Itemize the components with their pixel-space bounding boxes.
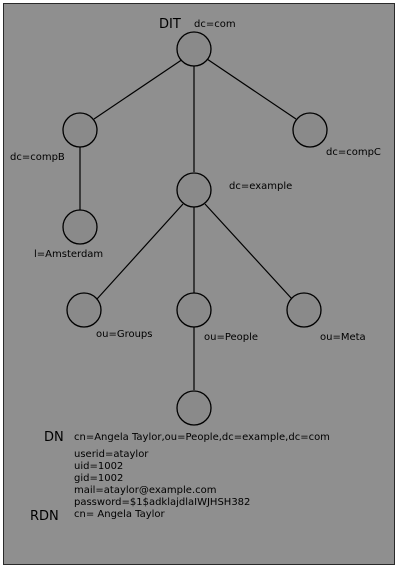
edge-example-meta <box>204 203 293 300</box>
dit-diagram: DIT dc=com dc=compB dc=compC dc=example … <box>10 17 381 524</box>
label-dc-compC: dc=compC <box>326 147 381 158</box>
attribute-line: gid=1002 <box>74 473 123 484</box>
dn-label: DN <box>44 430 64 445</box>
node-ou-meta <box>286 292 322 328</box>
attribute-line: uid=1002 <box>74 461 123 472</box>
attribute-line: password=$1$adklajdlaIWJHSH382 <box>74 497 250 508</box>
node-dc-compC <box>292 112 328 148</box>
node-person <box>176 390 212 426</box>
label-dc-com: dc=com <box>194 19 236 30</box>
node-ou-groups <box>66 292 102 328</box>
node-l-amsterdam <box>62 209 98 245</box>
edge-example-groups <box>96 203 184 300</box>
label-dc-compB: dc=compB <box>10 152 65 163</box>
tree-nodes <box>62 31 328 426</box>
dit-title: DIT <box>159 17 181 32</box>
edge-root-compC <box>206 58 297 120</box>
edge-root-compB <box>93 58 184 120</box>
dn-value: cn=Angela Taylor,ou=People,dc=example,dc… <box>74 432 330 443</box>
label-ou-people: ou=People <box>204 332 258 343</box>
label-dc-example: dc=example <box>229 181 292 192</box>
label-ou-meta: ou=Meta <box>320 332 366 343</box>
tree-edges <box>79 58 297 390</box>
label-l-amsterdam: l=Amsterdam <box>34 249 103 260</box>
attribute-line: userid=ataylor <box>74 449 149 460</box>
rdn-label: RDN <box>30 509 59 524</box>
diagram-frame: DIT dc=com dc=compB dc=compC dc=example … <box>3 3 395 565</box>
entry-details: DN cn=Angela Taylor,ou=People,dc=example… <box>30 430 330 524</box>
attribute-line: mail=ataylor@example.com <box>74 485 217 496</box>
node-dc-compB <box>62 112 98 148</box>
label-ou-groups: ou=Groups <box>96 329 153 340</box>
node-dc-com <box>176 31 212 67</box>
rdn-value: cn= Angela Taylor <box>74 509 166 520</box>
node-labels: DIT dc=com dc=compB dc=compC dc=example … <box>10 17 381 343</box>
node-ou-people <box>176 292 212 328</box>
node-dc-example <box>176 172 212 208</box>
